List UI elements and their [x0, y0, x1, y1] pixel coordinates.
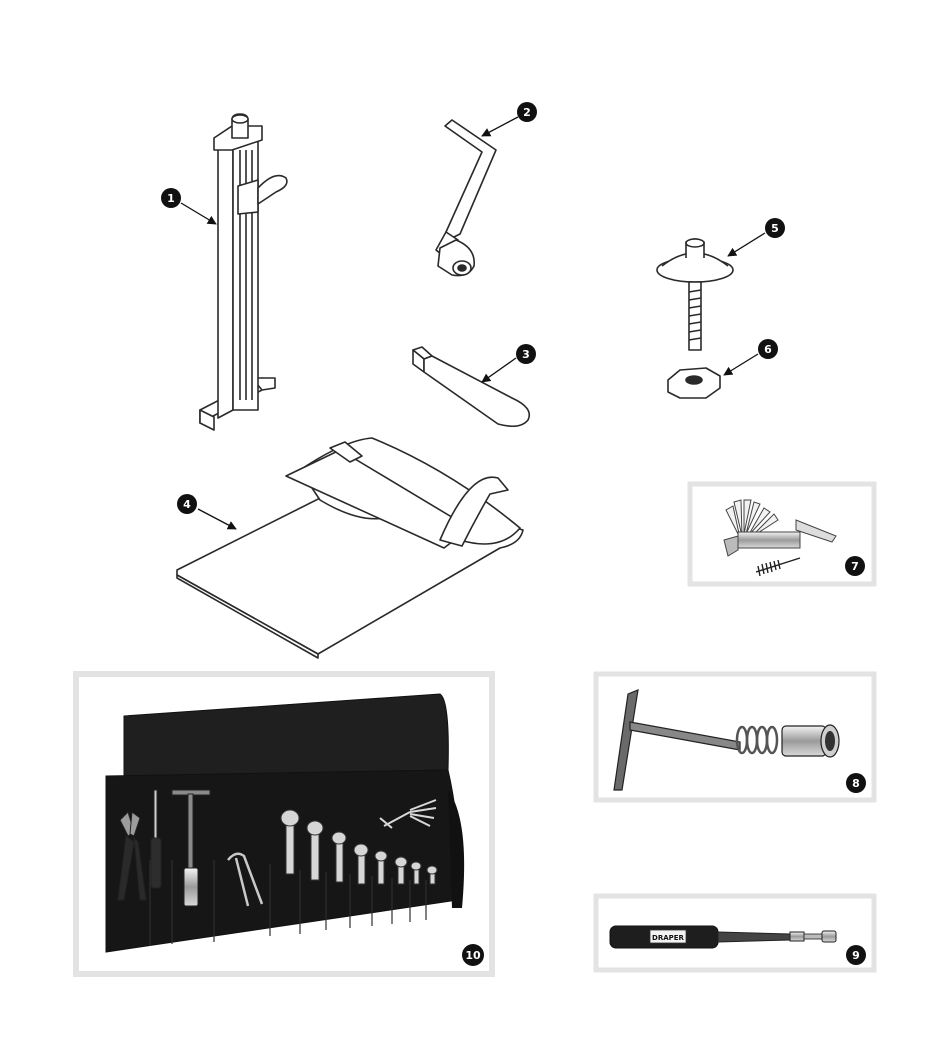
part-2-wheel-brace — [435, 119, 497, 277]
part-3-tyre-lever — [412, 346, 531, 428]
callout-10: 10 — [462, 944, 484, 966]
part-5-hold-down-bolt — [656, 238, 734, 351]
callout-3: 3 — [516, 344, 536, 364]
callout-4: 4 — [177, 494, 197, 514]
callout-2: 2 — [517, 102, 537, 122]
callout-7-number: 7 — [851, 560, 859, 573]
leader-arrows — [180, 116, 766, 530]
part-7-feeler-gauge-frame — [687, 481, 877, 587]
hook-tool — [227, 852, 264, 907]
part-10-tool-roll-frame — [73, 671, 495, 977]
callout-1-number: 1 — [167, 192, 175, 205]
callout-5: 5 — [765, 218, 785, 238]
part-8-spark-plug-wrench-frame — [593, 671, 877, 803]
callout-2-number: 2 — [523, 106, 531, 119]
callout-8: 8 — [846, 773, 866, 793]
t-bar-wrench — [171, 789, 211, 907]
pliers — [117, 811, 147, 901]
callout-6: 6 — [758, 339, 778, 359]
callout-6-number: 6 — [764, 343, 772, 356]
callout-1: 1 — [161, 188, 181, 208]
combination-spanners — [280, 809, 438, 885]
callout-10-number: 10 — [465, 949, 481, 962]
hex-key-set — [379, 799, 437, 829]
callout-7: 7 — [845, 556, 865, 576]
wrench-spring — [735, 725, 779, 755]
callout-9: 9 — [846, 945, 866, 965]
screwdriver — [150, 789, 162, 889]
part-4-tool-roll-mat — [176, 437, 524, 659]
callout-9-number: 9 — [852, 949, 860, 962]
part-1-jack-stand — [199, 113, 288, 431]
draper-brand-label: DRAPER — [652, 934, 685, 942]
callout-4-number: 4 — [183, 498, 191, 511]
tool-roll-pockets — [149, 860, 427, 946]
part-9-pickup-tool-frame: DRAPER — [593, 893, 877, 973]
wire-brush — [755, 557, 801, 577]
callout-3-number: 3 — [522, 348, 530, 361]
part-6-octagonal-nut — [667, 367, 721, 399]
callout-5-number: 5 — [771, 222, 779, 235]
callout-8-number: 8 — [852, 777, 860, 790]
